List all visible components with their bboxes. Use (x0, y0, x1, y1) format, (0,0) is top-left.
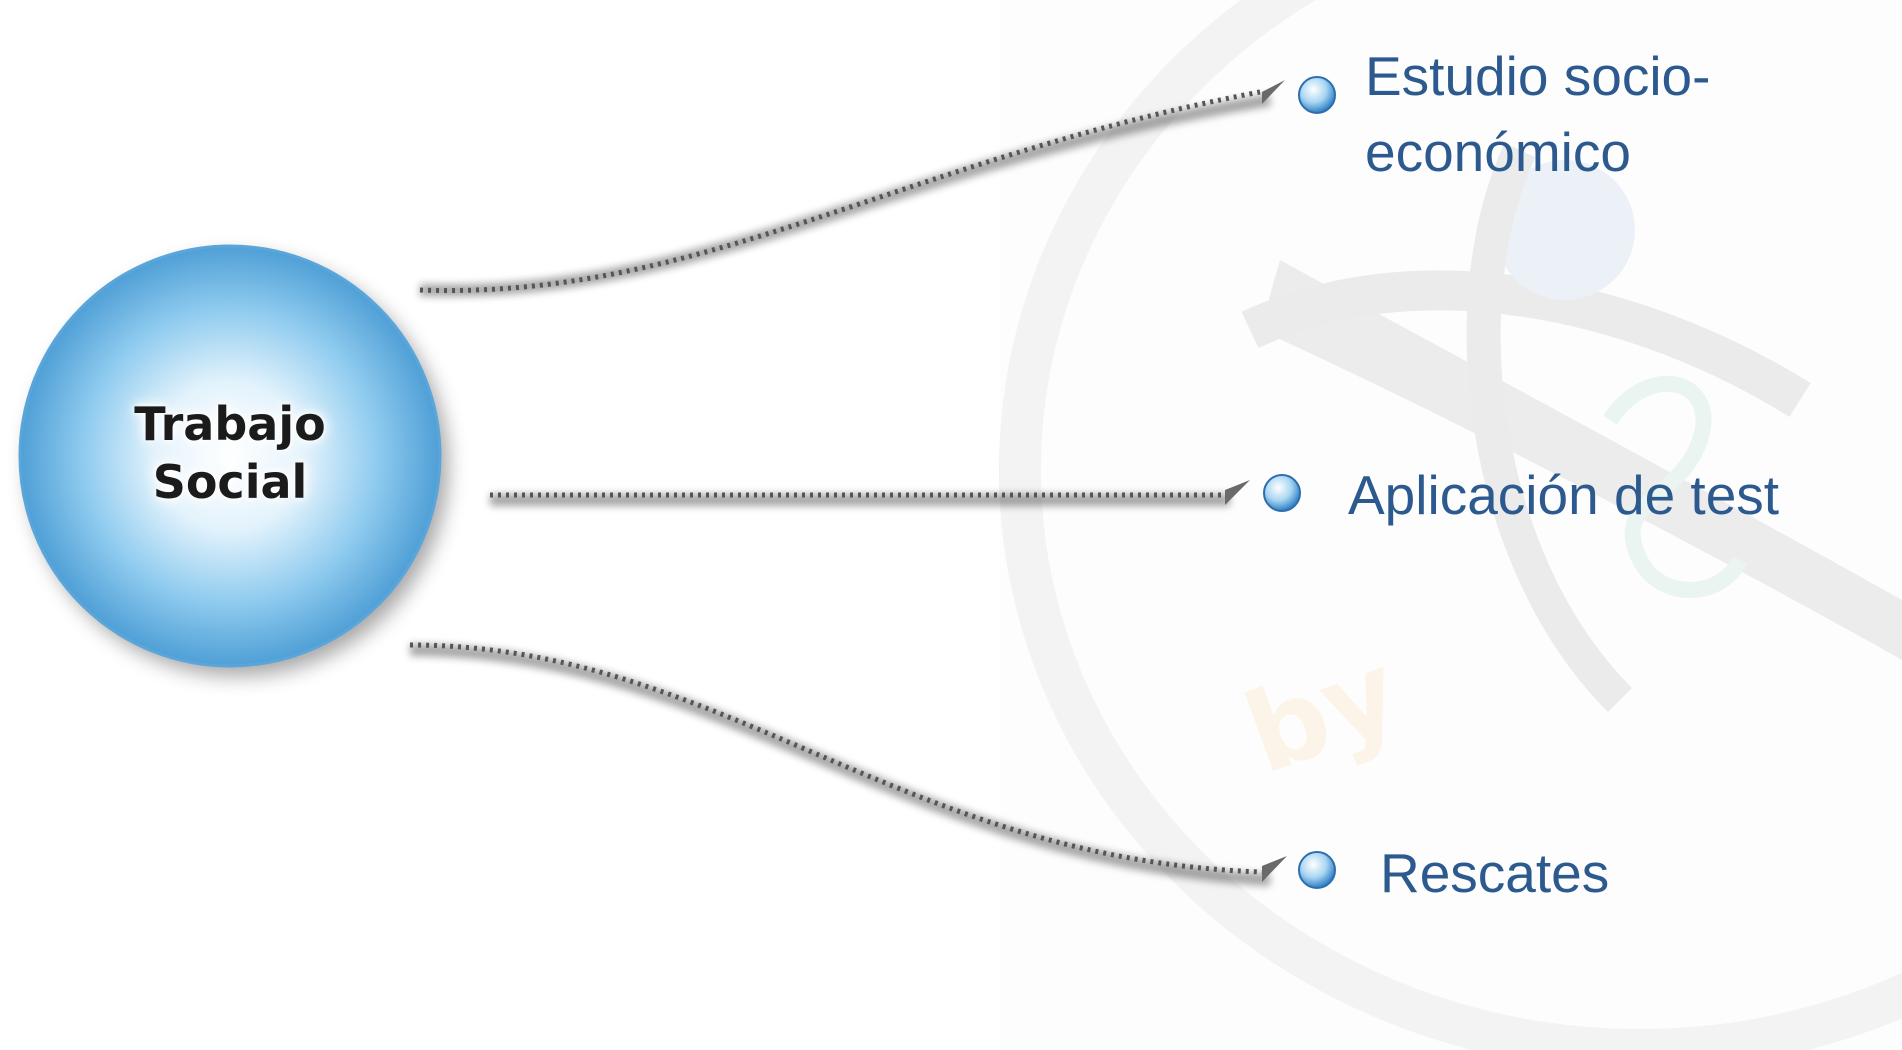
connector-shadows (409, 94, 1271, 886)
hub-label-line-2: Social (152, 455, 308, 509)
hub-circle (18, 244, 442, 668)
branch-label-line-1: Aplicación de test (1348, 464, 1780, 526)
branch-label-line-1: Estudio socio- (1365, 45, 1711, 107)
blue-sphere-bullet (1298, 76, 1336, 114)
branch-label-line-1: Rescates (1380, 842, 1610, 904)
branch-label-rescates: Rescates (1380, 835, 1609, 911)
caduceus-emblem-watermark: by (999, 0, 1902, 1050)
hub-label-line-1: Trabajo (134, 397, 326, 451)
connector-2 (490, 474, 1301, 512)
branch-label-line-2: económico (1365, 121, 1631, 183)
connector-1 (419, 76, 1336, 294)
branch-label-estudio: Estudio socio- económico (1365, 38, 1710, 190)
arrowhead (1262, 80, 1285, 104)
connector-line (409, 642, 1263, 875)
branch-label-aplicacion: Aplicación de test (1348, 457, 1779, 533)
arrowhead (1225, 480, 1250, 505)
hub-label: Trabajo Social (20, 395, 440, 511)
arrowhead (1262, 856, 1287, 882)
connector-3 (409, 642, 1336, 889)
blue-sphere-bullet (1263, 474, 1301, 512)
blue-sphere-bullet (1298, 851, 1336, 889)
